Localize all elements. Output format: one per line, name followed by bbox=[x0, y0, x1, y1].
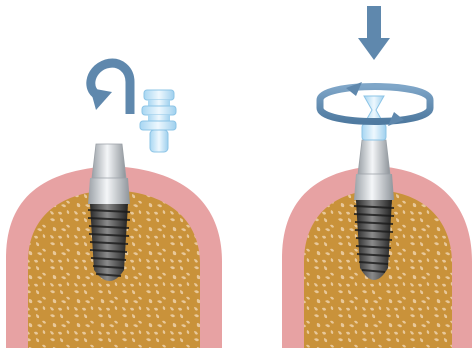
rotate-counterclockwise-arrow-icon bbox=[90, 63, 130, 114]
left-step bbox=[6, 63, 222, 348]
implant-icon bbox=[88, 144, 130, 281]
push-down-arrow-icon bbox=[358, 6, 390, 60]
healing-cap-icon bbox=[140, 90, 176, 152]
right-step bbox=[282, 6, 472, 348]
implant-icon bbox=[354, 140, 394, 280]
